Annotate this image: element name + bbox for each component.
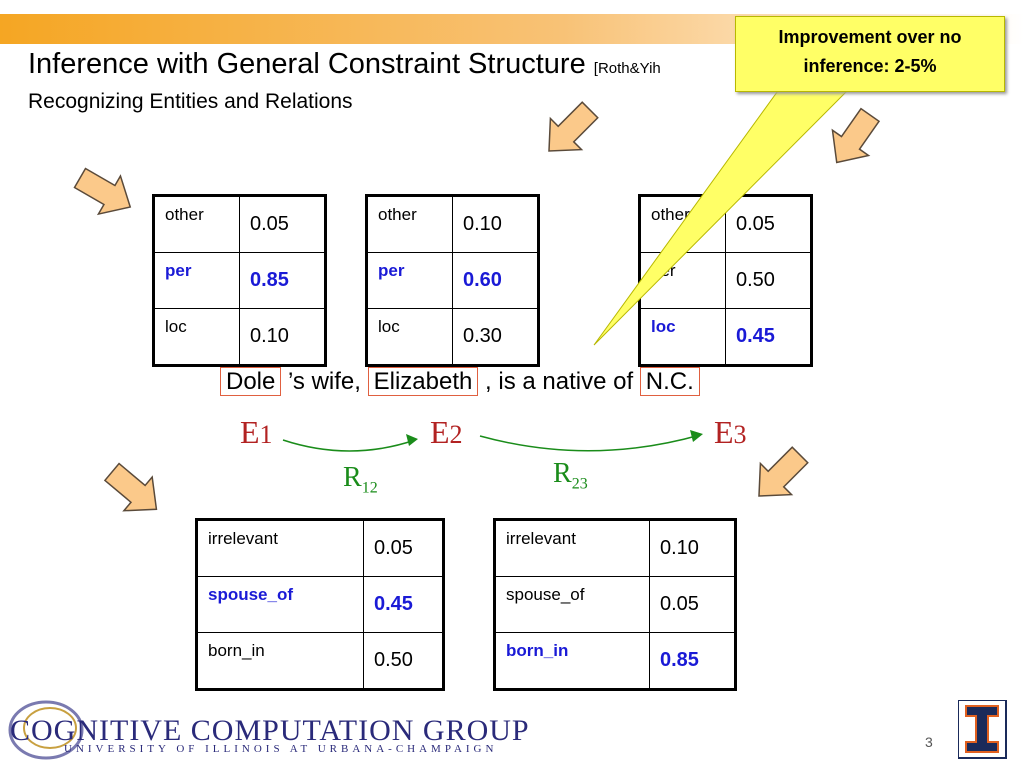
label-cell: born_in xyxy=(494,632,650,690)
label-cell: born_in xyxy=(196,632,364,690)
value-cell: 0.10 xyxy=(452,195,539,253)
value-cell: 0.10 xyxy=(649,519,736,577)
arrowhead-icon xyxy=(406,434,418,446)
value-cell: 0.50 xyxy=(725,252,812,309)
value-cell: 0.45 xyxy=(363,576,444,633)
r12-letter: R xyxy=(343,462,362,493)
value-cell: 0.05 xyxy=(649,576,736,633)
relation-arrow-r23 xyxy=(479,434,701,452)
page-number: 3 xyxy=(925,734,933,750)
r12-index: 12 xyxy=(361,479,378,497)
value-cell: 0.30 xyxy=(452,308,539,366)
label-cell: spouse_of xyxy=(196,576,364,633)
e1-index: 1 xyxy=(259,420,273,449)
page-title: Inference with General Constraint Struct… xyxy=(28,48,661,81)
callout-line-1: Improvement over no xyxy=(778,27,962,47)
entity-e3-label: E3 xyxy=(714,414,747,451)
entity-e2-label: E2 xyxy=(430,414,463,451)
value-cell: 0.50 xyxy=(363,632,444,690)
relation-arrow-r12 xyxy=(282,439,416,452)
university-i-logo-icon xyxy=(958,700,1007,759)
value-cell: 0.10 xyxy=(239,308,326,366)
label-cell: loc xyxy=(153,308,240,366)
sentence-part-1: ’s wife, xyxy=(288,368,361,395)
relation-r23-label: R23 xyxy=(553,458,588,494)
logo-title: Cognitive Computation Group xyxy=(10,714,530,747)
callout-line-2: inference: 2-5% xyxy=(803,56,937,76)
entity-e1-label: E1 xyxy=(240,414,273,451)
arrowhead-icon xyxy=(690,430,703,442)
e2-index: 2 xyxy=(449,420,463,449)
label-cell: other xyxy=(153,195,240,253)
label-cell: other xyxy=(366,195,453,253)
page-subtitle: Recognizing Entities and Relations xyxy=(28,90,353,113)
label-cell: loc xyxy=(366,308,453,366)
example-sentence: Dole ’s wife, Elizabeth , is a native of… xyxy=(220,367,700,396)
label-cell: spouse_of xyxy=(494,576,650,633)
logo-swirl-icon xyxy=(8,700,84,760)
value-cell: 0.05 xyxy=(725,195,812,253)
e1-letter: E xyxy=(240,414,260,450)
callout-pointer-shape xyxy=(593,87,852,346)
logo-subtitle: UNIVERSITY OF ILLINOIS AT URBANA-CHAMPAI… xyxy=(64,743,498,755)
value-cell: 0.60 xyxy=(452,252,539,309)
value-cell: 0.45 xyxy=(725,308,812,366)
improvement-callout: Improvement over no inference: 2-5% xyxy=(735,16,1005,92)
title-citation: [Roth&Yih xyxy=(593,60,661,77)
value-cell: 0.85 xyxy=(649,632,736,690)
e2-letter: E xyxy=(430,414,450,450)
sentence-part-2: , is a native of xyxy=(485,368,634,395)
e3-index: 3 xyxy=(733,420,747,449)
value-cell: 0.85 xyxy=(239,252,326,309)
value-cell: 0.05 xyxy=(363,519,444,577)
label-cell: irrelevant xyxy=(196,519,364,577)
r23-index: 23 xyxy=(571,475,588,493)
entity-mention-2: Elizabeth xyxy=(367,367,479,396)
ccg-logo: Cognitive Computation Group UNIVERSITY O… xyxy=(6,692,529,762)
entity-mention-3: N.C. xyxy=(639,367,700,396)
relation-r12-label: R12 xyxy=(343,462,378,498)
e3-letter: E xyxy=(714,414,734,450)
label-cell: irrelevant xyxy=(494,519,650,577)
r23-letter: R xyxy=(553,458,572,489)
value-cell: 0.05 xyxy=(239,195,326,253)
entity-mention-1: Dole xyxy=(220,367,282,396)
title-text: Inference with General Constraint Struct… xyxy=(28,48,586,80)
